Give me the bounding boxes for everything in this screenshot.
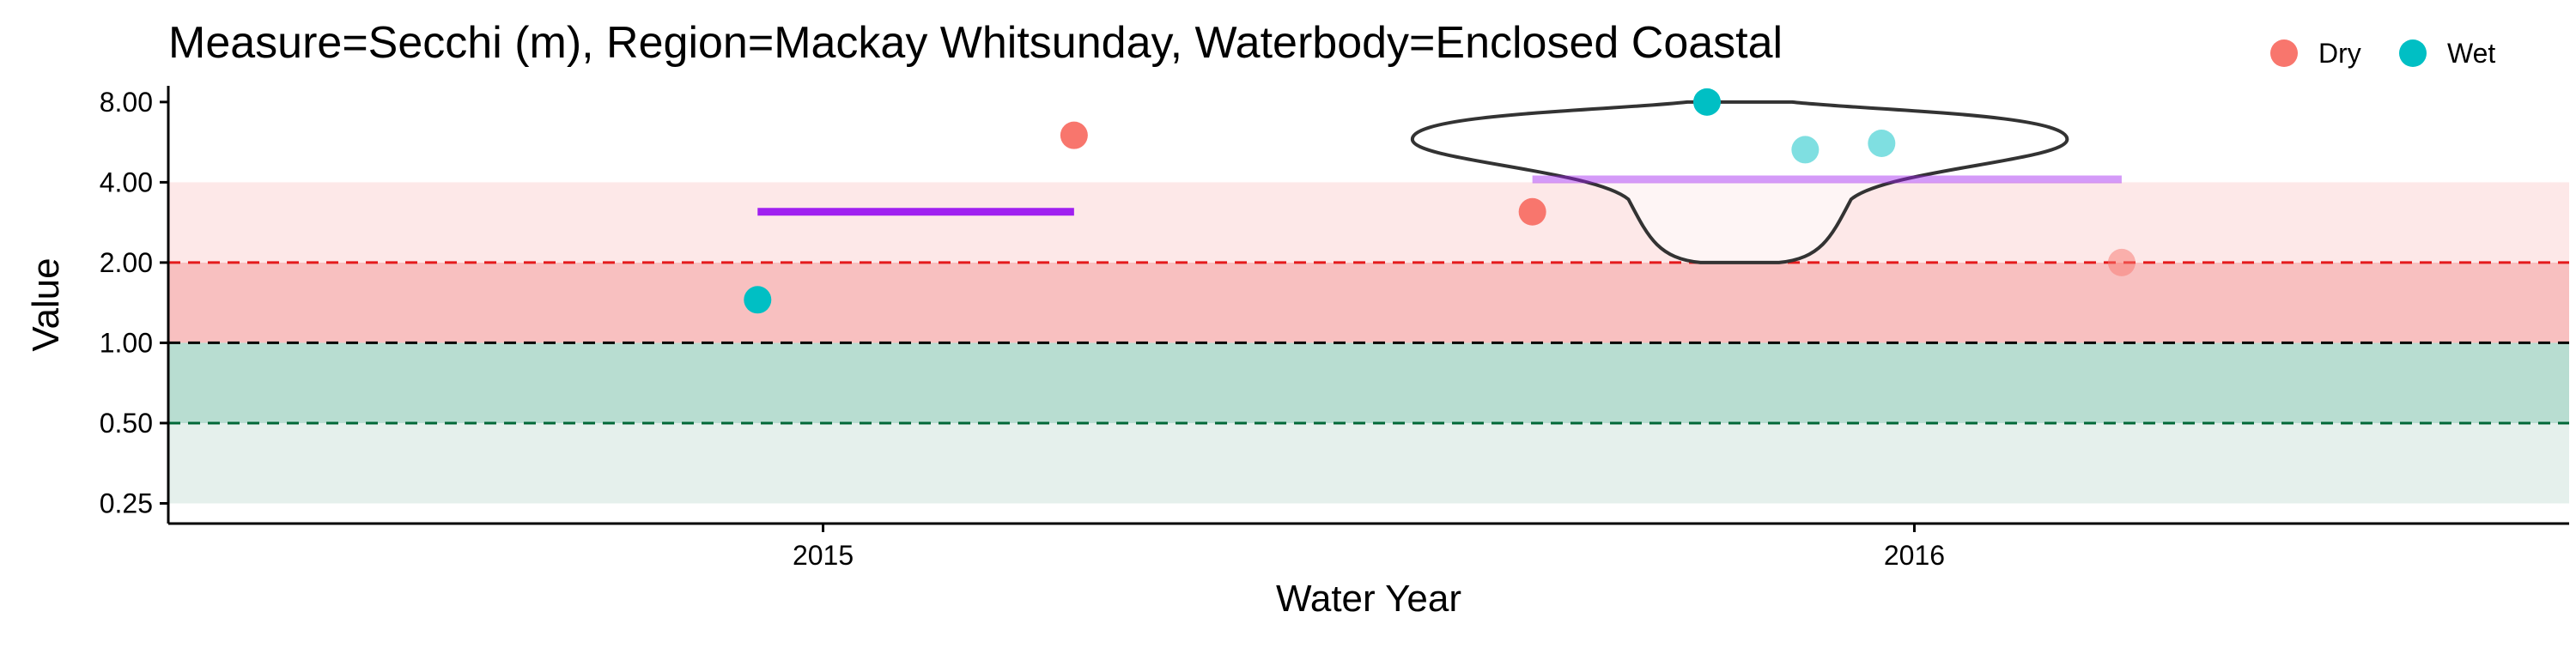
y-tick-label-4: 4.00 xyxy=(100,167,153,197)
y-tick-label-2: 1.00 xyxy=(100,327,153,358)
axes xyxy=(167,86,2569,525)
point-dry-0 xyxy=(1060,121,1088,149)
y-ticks: 0.25 0.50 1.00 2.00 4.00 8.00 xyxy=(100,87,168,518)
data-points xyxy=(744,88,2136,314)
point-wet-3 xyxy=(1868,129,1896,157)
point-wet-2 xyxy=(1791,136,1820,164)
point-dry-2 xyxy=(2107,248,2136,276)
x-axis-title: Water Year xyxy=(1276,578,1461,620)
y-tick-label-1: 0.50 xyxy=(100,408,153,439)
legend-swatch-wet xyxy=(2399,39,2427,67)
violin-shape xyxy=(1410,100,2069,264)
y-tick-label-3: 2.00 xyxy=(100,247,153,278)
band-good-light xyxy=(168,422,2569,504)
y-tick-label-0: 0.25 xyxy=(100,488,153,518)
point-dry-1 xyxy=(1518,197,1546,226)
background-bands xyxy=(168,182,2569,504)
y-tick-label-5: 8.00 xyxy=(100,87,153,118)
x-tick-label-1: 2016 xyxy=(1884,540,1945,571)
band-poor xyxy=(168,262,2569,343)
reference-lines xyxy=(168,261,2569,425)
legend: Dry Wet xyxy=(2270,38,2495,69)
x-ticks: 2015 2016 xyxy=(793,524,1945,571)
band-good xyxy=(168,342,2569,423)
x-tick-label-0: 2015 xyxy=(793,540,854,571)
legend-label-wet: Wet xyxy=(2447,38,2495,69)
chart-title: Measure=Secchi (m), Region=Mackay Whitsu… xyxy=(168,18,1783,68)
band-poor-light xyxy=(168,182,2569,263)
point-wet-0 xyxy=(744,286,772,314)
point-wet-1 xyxy=(1692,88,1721,116)
legend-swatch-dry xyxy=(2270,39,2298,67)
y-axis-title: Value xyxy=(25,257,67,351)
mean-lines xyxy=(757,175,2122,216)
legend-label-dry: Dry xyxy=(2318,38,2361,69)
violin-layer xyxy=(1410,100,2069,264)
